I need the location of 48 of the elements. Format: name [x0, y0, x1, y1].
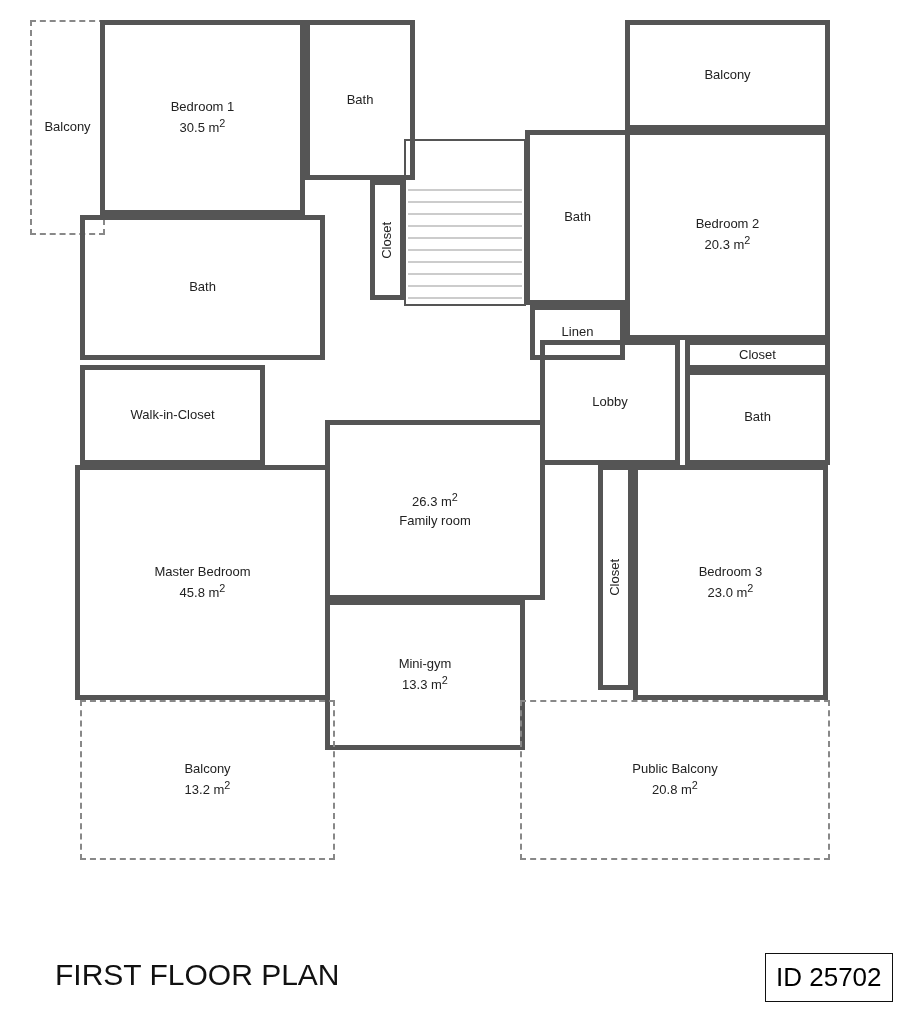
room-label: Master Bedroom — [154, 562, 251, 581]
plan-id-label: ID 25702 — [765, 953, 893, 1002]
area-label: 45.8 m$^{2}$ — [179, 580, 226, 603]
room-label: Balcony — [44, 118, 91, 137]
room-label: Closet — [606, 559, 624, 596]
bathroom-area — [305, 20, 415, 180]
gym-area — [325, 600, 525, 750]
room-label: Lobby — [592, 393, 628, 412]
area-label: 20.8 m$^{2}$ — [652, 778, 698, 800]
bedroom-area — [625, 130, 830, 340]
area-label: 26.3 m$^{2}$ — [412, 490, 458, 512]
room-label: Walk-in-Closet — [130, 405, 215, 424]
room-label: Public Balcony — [632, 760, 718, 779]
bathroom-area — [685, 370, 830, 465]
balcony-area — [80, 700, 335, 860]
family-room-area — [325, 420, 545, 600]
room-label: Bath — [346, 90, 374, 109]
area-label: 13.3 m$^{2}$ — [402, 673, 448, 695]
room-label: Bath — [189, 278, 216, 297]
room-label: Mini-gym — [398, 655, 452, 674]
closet-area — [685, 340, 830, 370]
room-label: Bath — [744, 408, 771, 427]
balcony-area — [625, 20, 830, 130]
closet-area — [598, 465, 633, 690]
room-label: Bedroom 1 — [170, 97, 235, 116]
area-label: 23.0 m$^{2}$ — [707, 580, 754, 603]
room-label: Bedroom 2 — [695, 215, 760, 234]
plan-title: FIRST FLOOR PLAN — [55, 958, 340, 992]
balcony-area — [30, 20, 105, 235]
walk-in-closet-area — [80, 365, 265, 465]
area-label: 20.3 m$^{2}$ — [704, 233, 751, 255]
bathroom-area — [80, 215, 325, 360]
room-label: Bedroom 3 — [698, 562, 763, 581]
room-label: Linen — [561, 323, 594, 342]
linen-closet-area — [530, 305, 625, 360]
room-label: Family room — [399, 511, 471, 530]
room-label: Closet — [739, 345, 776, 364]
closet-area — [370, 180, 405, 300]
room-label: Balcony — [704, 65, 751, 84]
room-label: Closet — [378, 221, 396, 259]
room-label: Bath — [564, 208, 591, 227]
bedroom-area — [633, 465, 828, 700]
area-label: 30.5 m$^{2}$ — [179, 115, 226, 138]
area-label: 13.2 m$^{2}$ — [184, 778, 231, 800]
bedroom-area — [100, 20, 305, 215]
balcony-area — [520, 700, 830, 860]
lobby-area — [540, 340, 680, 465]
room-label: Balcony — [184, 760, 231, 779]
